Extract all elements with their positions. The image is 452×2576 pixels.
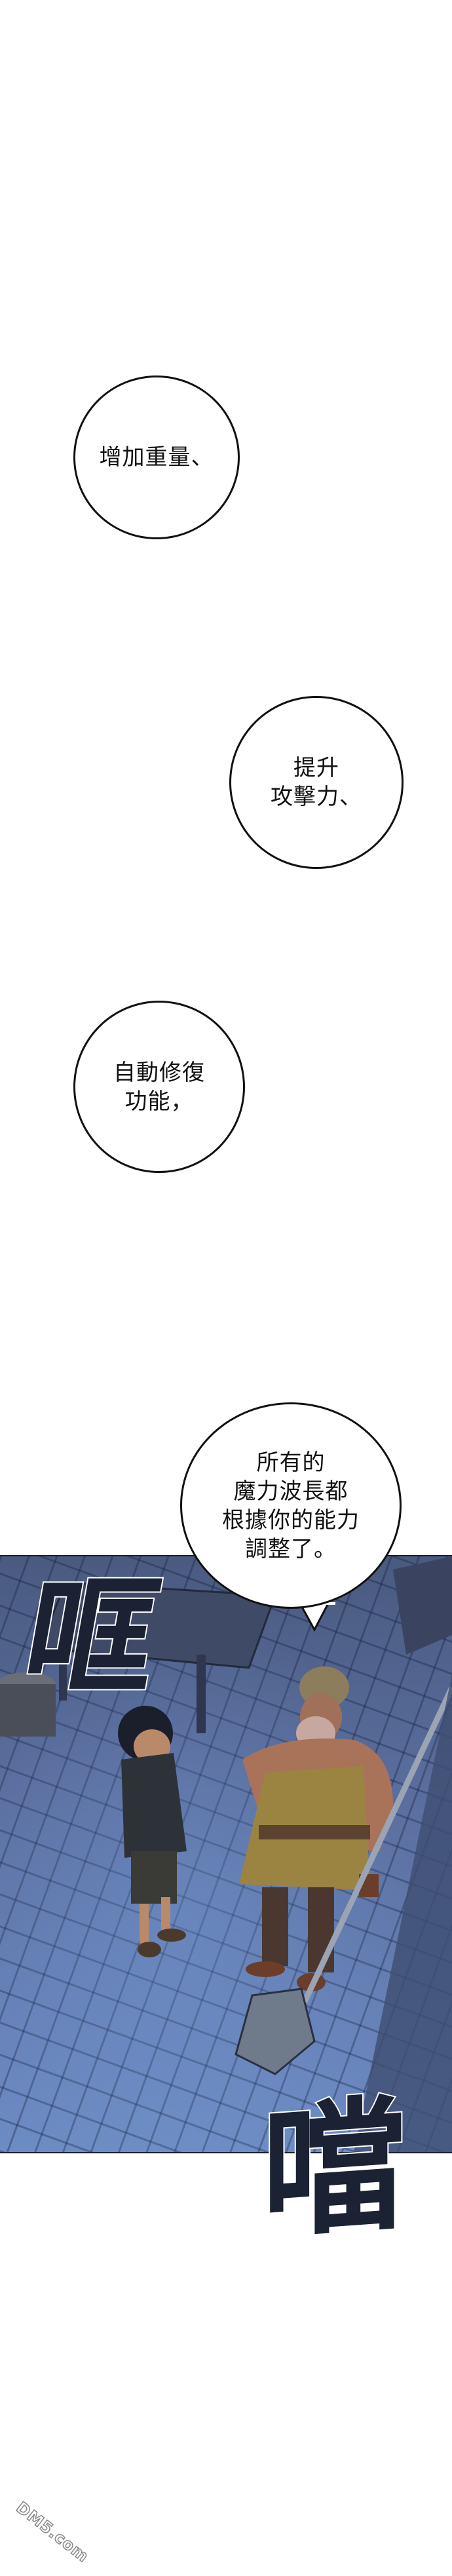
bubble-text: 功能， — [124, 1088, 194, 1115]
comic-panel-forge-scene: 哐 — [0, 1555, 452, 2153]
boy-character — [118, 1706, 187, 1957]
scene-illustration — [0, 1556, 452, 2152]
watermark-logo: DM5.com — [12, 2497, 93, 2566]
bubble-text: 自動修復 — [113, 1059, 205, 1086]
speech-bubble-4: 所有的 魔力波長都 根據你的能力 調整了。 — [180, 1402, 402, 1609]
sound-effect-dang: 噹 — [261, 2079, 407, 2259]
table-leg — [197, 1655, 206, 1733]
bubble-text: 提升 — [293, 755, 339, 781]
sound-effect-kuang: 哐 — [12, 1560, 172, 1716]
rack — [393, 1556, 452, 1655]
bubble-text: 魔力波長都 — [233, 1478, 348, 1505]
bubble-text: 攻擊力、 — [271, 784, 362, 810]
wall-shadow — [354, 1674, 452, 2152]
workbench — [37, 1581, 277, 1669]
bubble-text: 調整了。 — [245, 1535, 337, 1562]
bubble-text: 所有的 — [256, 1449, 326, 1476]
bubble-text: 增加重量、 — [99, 444, 214, 471]
blacksmith-character — [239, 1666, 393, 1991]
bubble-text: 根據你的能力 — [222, 1507, 360, 1533]
speech-bubble-3: 自動修復 功能， — [73, 1001, 245, 1173]
speech-bubble-2: 提升 攻擊力、 — [229, 696, 404, 869]
speech-bubble-1: 增加重量、 — [73, 375, 240, 539]
table-leg — [59, 1648, 67, 1701]
hammer-weapon — [235, 1686, 452, 2075]
